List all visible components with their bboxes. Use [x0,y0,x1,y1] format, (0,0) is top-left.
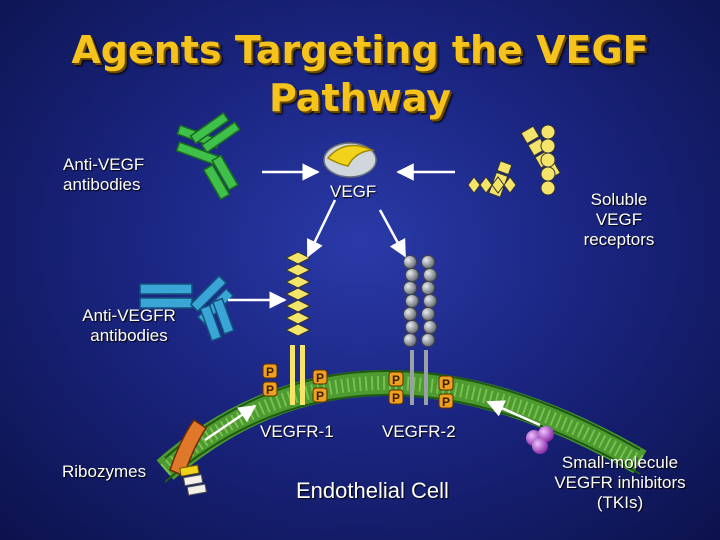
arrow-tki-to-vegfr2 [486,400,541,427]
vegfr1-domain [284,299,312,313]
phospho-group: P [312,387,328,403]
label-soluble-vegf-receptors: Soluble VEGF receptors [583,190,655,249]
vegfr2-domain [405,268,419,282]
vegfr2-domain [423,268,437,282]
svg-text:P: P [392,391,400,405]
vegfr1-domain [284,263,312,277]
label-anti-vegf-antibodies: Anti-VEGF antibodies [63,155,145,194]
vegfr2-domain [421,333,435,347]
arrow-ribozyme-to-receptor [204,404,257,442]
label-ribozymes: Ribozymes [62,462,147,481]
label-vegfr2: VEGFR-2 [382,422,456,441]
svg-text:P: P [266,365,274,379]
anti-vegfr-antibody-icon [139,274,235,342]
vegfr2-domain [423,320,437,334]
phospho-group: P [388,371,404,387]
title-line-2: Pathway [268,76,452,120]
arrow-vegf-to-vegfr2 [378,209,407,258]
page-title: Agents Targeting the VEGF Pathway [0,26,720,122]
vegf-ligand-icon [323,142,377,178]
vegfr2-domain [421,281,435,295]
anti-vegf-antibody-icon [175,111,241,201]
label-anti-vegfr-antibodies: Anti-VEGFR antibodies [82,306,176,345]
vegfr1-domain [284,311,312,325]
vegfr1-domain [284,275,312,289]
vegfr2-domain [403,333,417,347]
vegfr2-domain [423,294,437,308]
vegfr2-domain [405,320,419,334]
phospho-group: P [388,389,404,405]
label-vegf: VEGF [330,182,377,201]
svg-text:P: P [392,373,400,387]
soluble-vegf-receptor-icon [467,124,561,198]
phospho-group: P [262,363,278,379]
vegfr2-domain [403,281,417,295]
phospho-group: P [262,381,278,397]
label-small-molecule-tki: Small-molecule VEGFR inhibitors (TKIs) [554,453,686,512]
svg-text:P: P [442,395,450,409]
arrow-vegf-to-vegfr1 [306,199,337,258]
vegfr2-domain [403,307,417,321]
svg-text:P: P [316,371,324,385]
tki-molecule-icon [526,426,554,454]
title-line-1: Agents Targeting the VEGF [71,28,649,72]
vegfr1-receptor-icon [284,251,312,405]
vegfr2-domain [405,294,419,308]
vegfr2-domain [421,255,435,269]
phospho-group: P [312,369,328,385]
arrows [204,163,541,442]
phospho-group: P [438,393,454,409]
svg-text:P: P [266,383,274,397]
vegfr1-domain [284,251,312,265]
svg-text:P: P [442,377,450,391]
vegfr2-domain [421,307,435,321]
svg-text:P: P [316,389,324,403]
label-endothelial-cell: Endothelial Cell [296,478,449,503]
label-vegfr1: VEGFR-1 [260,422,334,441]
phospho-group: P [438,375,454,391]
vegfr1-domain [284,323,312,337]
vegfr2-domain [403,255,417,269]
ribozyme-icon [169,418,208,496]
vegfr1-domain [284,287,312,301]
vegfr2-receptor-icon [403,255,437,405]
